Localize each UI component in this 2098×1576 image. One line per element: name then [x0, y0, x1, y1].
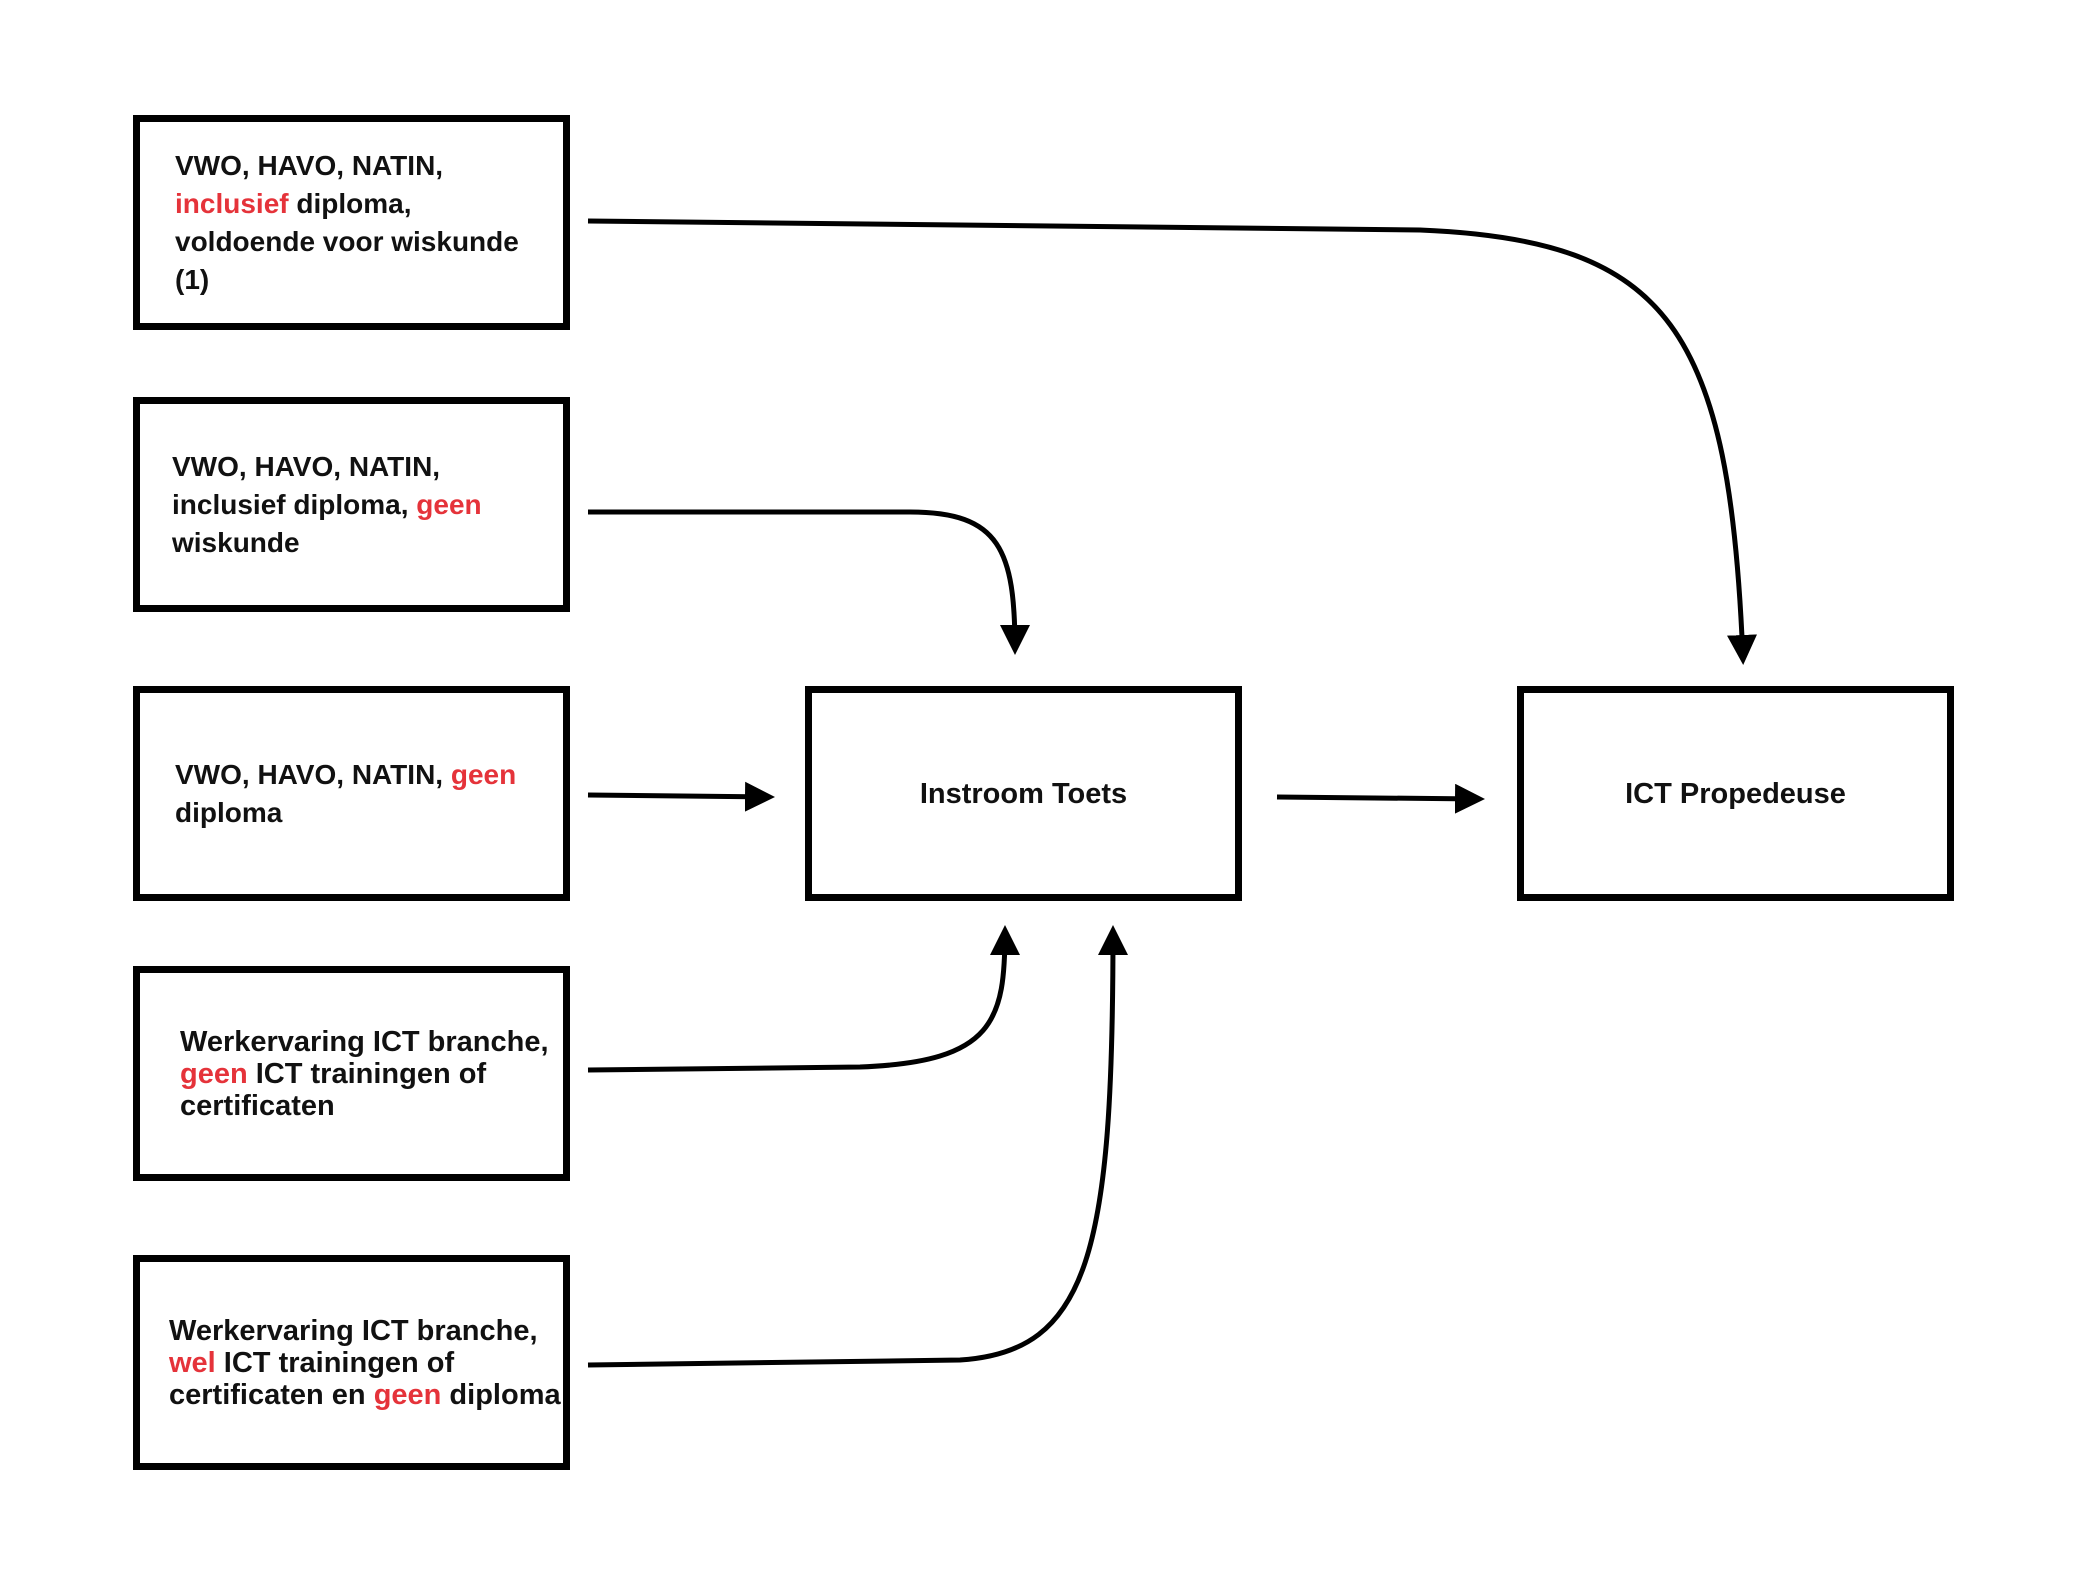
source-box-2-text: VWO, HAVO, NATIN, inclusief diploma, geen…	[172, 448, 482, 562]
arrow-s5-to-intake	[587, 925, 1128, 1368]
highlighted-text: geen	[450, 758, 517, 790]
text-segment: ICT trainingen of	[215, 1346, 455, 1379]
source-box-4: Werkervaring ICT branche,geen ICT traini…	[133, 966, 570, 1181]
highlighted-text: geen	[416, 488, 482, 520]
source-box-5-text: Werkervaring ICT branche,wel ICT trainin…	[169, 1315, 561, 1411]
text-segment: wiskunde	[172, 526, 300, 558]
source-box-1-text: VWO, HAVO, NATIN, inclusief diploma, voldo…	[175, 147, 519, 299]
highlighted-text: wel	[169, 1346, 216, 1379]
source-box-3: VWO, HAVO, NATIN, geen diploma	[133, 686, 570, 901]
arrow-s2-to-intake	[588, 509, 1030, 655]
text-segment: VWO, HAVO, NATIN,	[175, 758, 451, 790]
target-label: ICT Propedeuse	[1625, 777, 1846, 810]
intake-box: Instroom Toets	[805, 686, 1242, 901]
highlighted-text: geen	[180, 1057, 248, 1090]
text-segment: inclusief diploma,	[172, 488, 417, 520]
source-box-2: VWO, HAVO, NATIN, inclusief diploma, geen…	[133, 397, 570, 612]
text-segment: diploma	[175, 796, 283, 828]
target-box: ICT Propedeuse	[1517, 686, 1954, 901]
text-segment: ICT trainingen of	[247, 1057, 487, 1090]
source-box-4-text: Werkervaring ICT branche,geen ICT traini…	[180, 1026, 549, 1122]
text-segment: (1)	[175, 263, 210, 295]
text-segment: VWO, HAVO, NATIN,	[175, 149, 444, 181]
highlighted-text: inclusief	[175, 187, 289, 219]
arrow-intake-to-target	[1276, 783, 1485, 814]
text-segment: diploma	[441, 1378, 561, 1411]
intake-label: Instroom Toets	[919, 777, 1128, 810]
text-segment: Werkervaring ICT branche,	[180, 1025, 549, 1058]
arrow-s3-to-intake	[587, 781, 775, 812]
text-segment: VWO, HAVO, NATIN,	[172, 450, 441, 482]
text-segment: diploma,	[288, 187, 412, 219]
source-box-1: VWO, HAVO, NATIN, inclusief diploma, voldo…	[133, 115, 570, 330]
arrow-s4-to-intake	[587, 925, 1020, 1073]
text-segment: certificaten	[180, 1089, 335, 1122]
source-box-5: Werkervaring ICT branche,wel ICT trainin…	[133, 1255, 570, 1470]
text-segment: Werkervaring ICT branche,	[169, 1314, 538, 1347]
arrow-s1-to-target	[587, 218, 1757, 665]
source-box-3-text: VWO, HAVO, NATIN, geen diploma	[175, 756, 516, 832]
text-segment: voldoende voor wiskunde	[175, 225, 519, 257]
highlighted-text: geen	[373, 1378, 442, 1411]
text-segment: certificaten en	[169, 1378, 374, 1411]
